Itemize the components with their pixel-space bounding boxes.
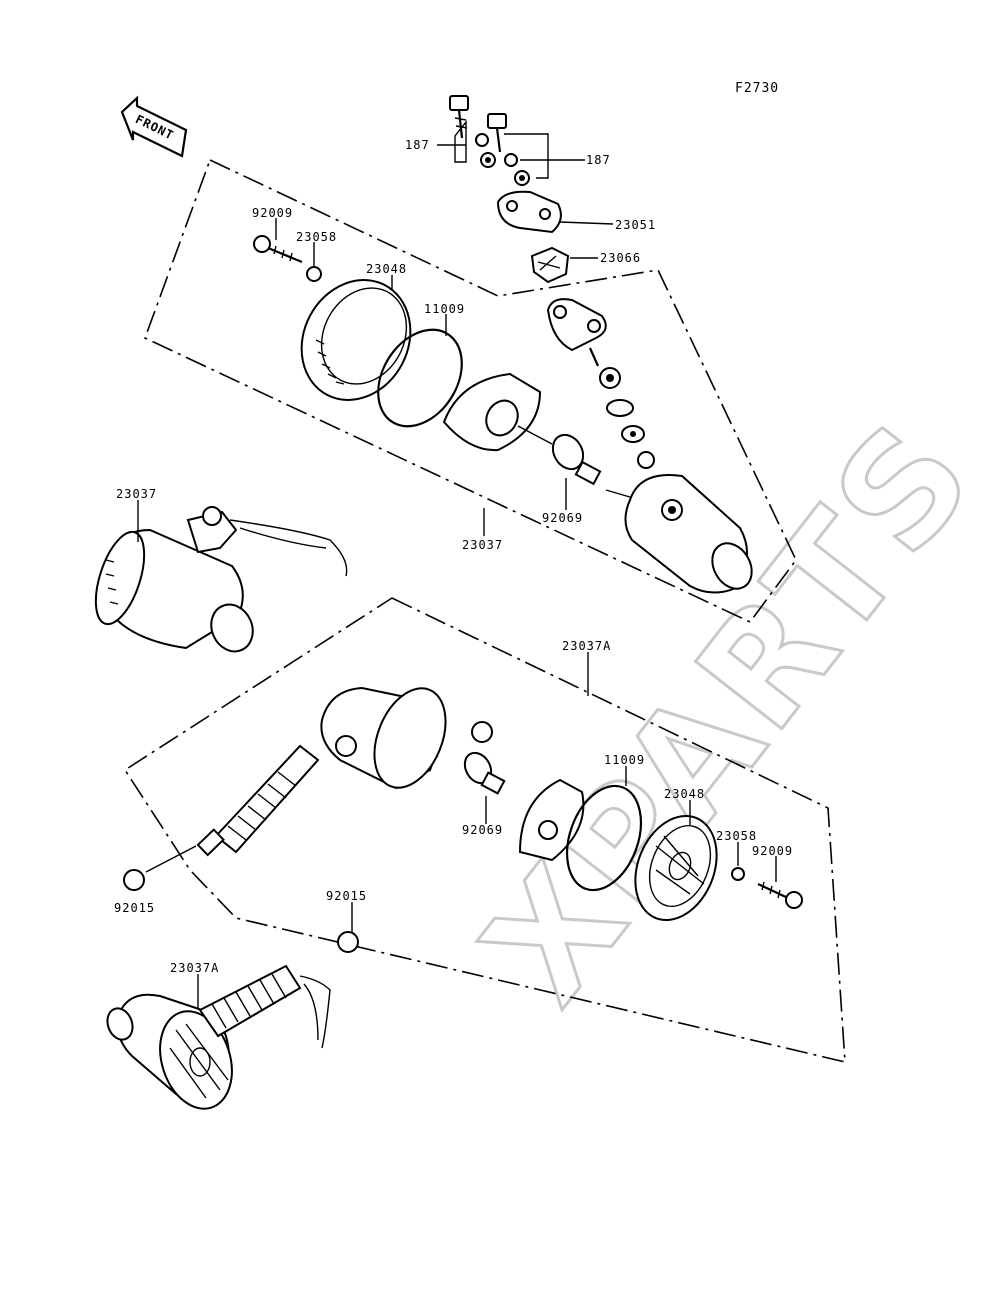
label-92015-lower: 92015 [114,901,155,915]
screw-92009-lower [757,881,803,909]
label-92015-bottom: 92015 [326,889,367,903]
screw-92009-upper [253,235,303,264]
label-11009-upper: 11009 [424,302,465,316]
nut-92015-lower [123,869,145,891]
lens-rim-23048-upper [300,279,412,401]
bulb-92069-upper [551,433,602,486]
label-23066: 23066 [600,251,641,265]
assembly-boundary-23037A [123,597,846,1064]
bolt-187-left [449,95,496,168]
lens-rim-23048-lower [634,814,718,922]
assembly-boundary-23037 [143,158,797,624]
rubber-23066 [530,246,570,284]
clamp-23051 [496,190,562,234]
label-23037-group: 23037 [462,538,503,552]
front-label: FRONT [133,112,176,143]
label-23058-upper: 23058 [296,230,337,244]
washer-23058-upper [306,266,322,282]
label-92009-lower: 92009 [752,844,793,858]
bulb-92069-lower [463,751,506,795]
washer-23058-lower [731,867,745,881]
label-23037A-group: 23037A [562,639,611,653]
label-92069-upper: 92069 [542,511,583,525]
nut-lower [471,721,493,743]
mount-bracket [546,298,655,469]
assembled-lamp-23037 [94,506,348,653]
label-23058-lower: 23058 [716,829,757,843]
label-187-left: 187 [405,138,430,152]
lamp-housing-lower [320,686,447,790]
figure-code: F2730 [735,81,779,96]
threaded-stem-lower [196,744,320,857]
gasket-11009-upper [377,328,463,428]
label-92069-lower: 92069 [462,823,503,837]
assembled-lamp-23037A [106,964,331,1110]
label-23051: 23051 [615,218,656,232]
label-23048-lower: 23048 [664,787,705,801]
front-arrow-icon: FRONT [120,95,188,158]
label-23037-assembled: 23037 [116,487,157,501]
label-23037A-assembled: 23037A [170,961,219,975]
label-23048-upper: 23048 [366,262,407,276]
reflector-plate-upper [442,372,542,452]
nut-92015-bottom [337,931,359,953]
label-11009-lower: 11009 [604,753,645,767]
lamp-housing-upper [624,474,753,594]
label-92009-upper: 92009 [252,206,293,220]
watermark: XPARTS [451,389,1000,1034]
label-187-right: 187 [586,153,611,167]
bolt-187-right [487,113,530,186]
gasket-11009-lower [565,784,643,892]
